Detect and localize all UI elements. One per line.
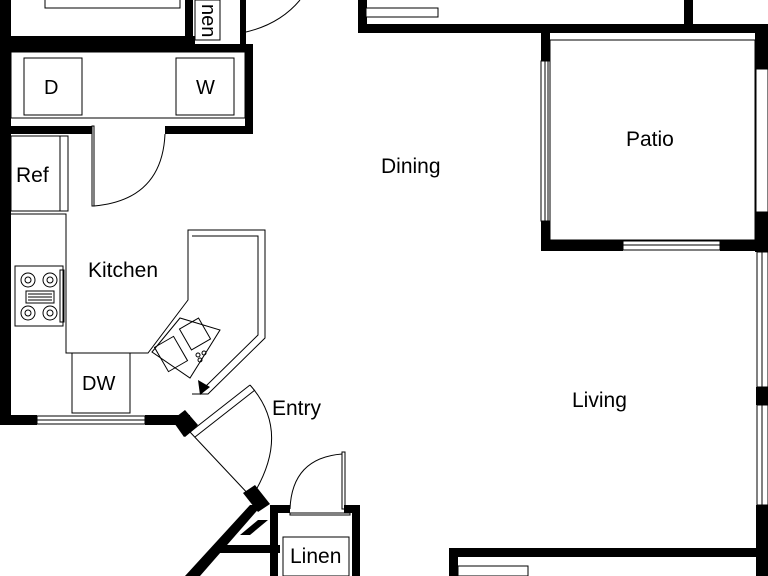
washer-label: W — [196, 77, 215, 99]
linen-top-label: nen — [197, 4, 219, 37]
dw-label: DW — [82, 373, 115, 395]
living-walls — [449, 251, 768, 576]
top-left-closet: nen — [0, 0, 301, 44]
sink — [151, 317, 221, 379]
stove — [14, 265, 65, 327]
kitchen-walls — [0, 134, 190, 425]
kitchen-label: Kitchen — [88, 259, 158, 282]
kitchen-counters: DW — [11, 213, 266, 414]
dryer-label: D — [44, 77, 58, 99]
patio-label: Patio — [626, 128, 674, 151]
linen-closet: Linen — [278, 451, 360, 576]
washer — [175, 57, 235, 116]
entry-label: Entry — [272, 397, 322, 420]
entry-area — [172, 380, 280, 576]
dining-label: Dining — [381, 155, 441, 178]
dishwasher — [71, 352, 131, 414]
top-right-walls — [358, 0, 768, 33]
ref-label: Ref — [16, 164, 49, 187]
linen-label: Linen — [290, 545, 341, 568]
dryer — [23, 57, 83, 116]
refrigerator: Ref — [10, 135, 69, 212]
living-label: Living — [572, 389, 627, 412]
patio: Patio — [540, 33, 768, 252]
laundry-closet: D W — [0, 44, 253, 207]
